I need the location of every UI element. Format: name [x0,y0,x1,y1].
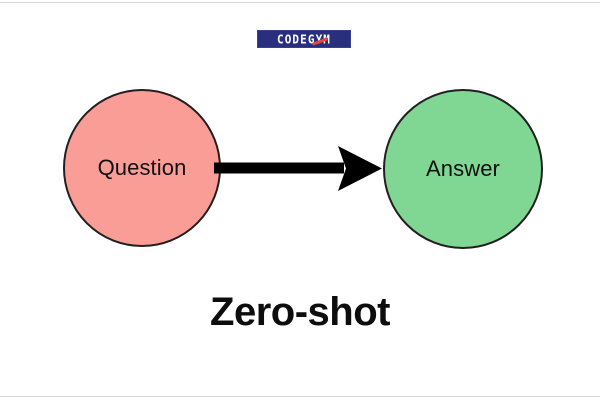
node-answer-label: Answer [426,156,500,181]
codegym-logo: CODEGYM [257,30,351,48]
top-divider [0,2,600,3]
bottom-divider [0,396,600,397]
node-question-label: Question [97,155,187,180]
arrow-head-icon [338,146,382,191]
figure-caption: Zero-shot [210,290,390,334]
node-answer: Answer [383,89,543,249]
arrow-question-to-answer [214,146,382,191]
node-question: Question [63,89,221,247]
